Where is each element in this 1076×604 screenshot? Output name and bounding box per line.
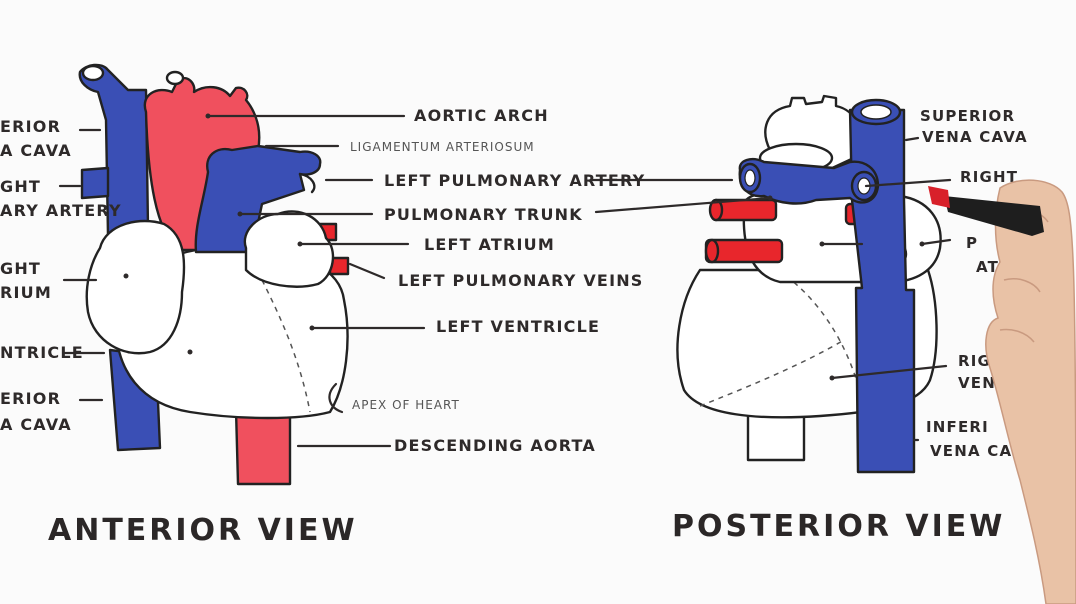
label-right-atrium-line2: RIUM xyxy=(0,283,52,302)
label-descending-aorta: DESCENDING AORTA xyxy=(394,436,596,455)
anterior-labels: ERIOR A CAVA GHT ARY ARTERY GHT RIUM NTR… xyxy=(0,106,645,548)
hand xyxy=(985,179,1076,604)
label-left-atrium: LEFT ATRIUM xyxy=(424,235,555,254)
label-left-ventricle: LEFT VENTRICLE xyxy=(436,317,600,336)
label-inferior-vena-cava-line2: A CAVA xyxy=(0,415,72,434)
label-pulmonary-trunk: PULMONARY TRUNK xyxy=(384,205,583,224)
right-pulmonary-artery xyxy=(80,166,110,200)
posterior-leader-lines xyxy=(590,136,952,442)
label-right-posterior-line3: AT xyxy=(976,258,999,276)
interventricular-groove xyxy=(261,279,311,413)
label-left-pulmonary-artery: LEFT PULMONARY ARTERY xyxy=(384,171,645,190)
svc-opening xyxy=(81,64,105,82)
label-ligamentum-arteriosum: LIGAMENTUM ARTERIOSUM xyxy=(350,140,535,154)
left-atrium xyxy=(243,210,335,288)
posterior-heart-drawing xyxy=(676,94,942,474)
pulmonary-trunk xyxy=(194,144,322,254)
anterior-view-title: ANTERIOR VIEW xyxy=(48,513,358,548)
brachiocephalic-opening xyxy=(165,70,185,86)
label-superior-vena-cava-line2: A CAVA xyxy=(0,141,72,160)
marker-body xyxy=(944,196,1044,236)
right-atrium xyxy=(85,219,186,355)
posterior-labels: SUPERIOR VENA CAVA RIGHT P AT RIGH VENTR… xyxy=(672,107,1028,544)
label-superior-vena-cava-line1: ERIOR xyxy=(0,117,61,136)
label-right-posterior-line2: P xyxy=(966,234,978,252)
label-aortic-arch: AORTIC ARCH xyxy=(414,106,549,125)
anterior-leader-lines xyxy=(58,113,426,448)
label-right-posterior-line1: RIGHT xyxy=(960,168,1018,186)
label-superior-vena-cava-posterior-line1: SUPERIOR xyxy=(920,107,1015,125)
label-left-pulmonary-veins: LEFT PULMONARY VEINS xyxy=(398,271,644,290)
anterior-heart-drawing xyxy=(78,63,350,486)
posterior-groove-2 xyxy=(699,339,845,407)
label-right-atrium-line1: GHT xyxy=(0,259,41,278)
descending-aorta xyxy=(234,408,292,486)
label-superior-vena-cava-posterior-line2: VENA CAVA xyxy=(922,128,1028,146)
left-pulmonary-artery-opening xyxy=(298,172,316,194)
label-right-pulmonary-artery-line1: GHT xyxy=(0,177,41,196)
label-inferior-vena-cava-line1: ERIOR xyxy=(0,389,61,408)
label-apex-of-heart: APEX OF HEART xyxy=(352,398,460,412)
posterior-view-title: POSTERIOR VIEW xyxy=(672,509,1005,544)
label-inferior-vena-cava-posterior-line1: INFERI xyxy=(926,418,989,436)
marker-tip xyxy=(928,186,950,208)
label-inferior-vena-cava-posterior-line2: VENA CA xyxy=(930,442,1012,460)
label-right-ventricle: NTRICLE xyxy=(0,343,84,362)
hand-with-marker xyxy=(928,179,1076,604)
posterior-pulmonary-arteries xyxy=(738,158,880,205)
label-right-pulmonary-artery-line2: ARY ARTERY xyxy=(0,201,122,220)
